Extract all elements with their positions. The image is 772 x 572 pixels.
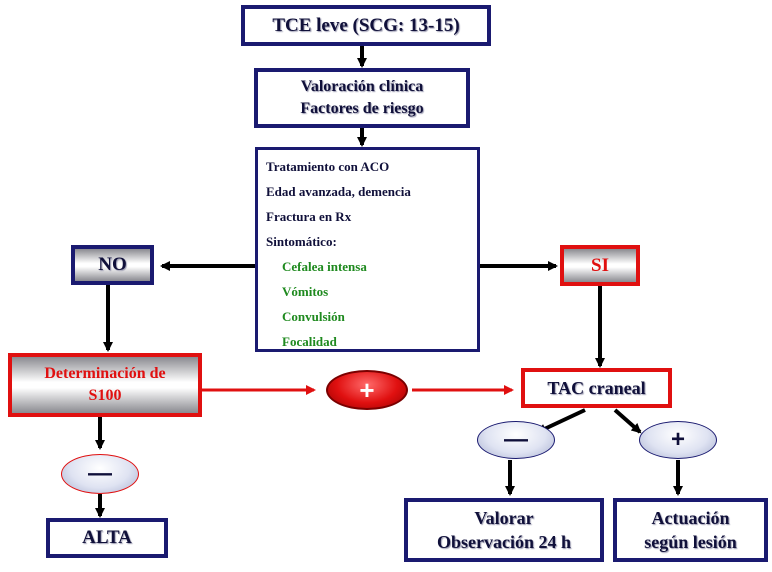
s100-box: Determinación de S100: [8, 353, 202, 417]
actuacion-line-2: según lesión: [644, 532, 737, 552]
tac-text: TAC craneal: [547, 377, 646, 398]
actuacion-line-1: Actuación: [651, 507, 730, 528]
criteria-item: Sintomático:: [266, 234, 337, 249]
valorar-box: Valorar Observación 24 h: [404, 498, 604, 562]
minus-oval-tac: —: [477, 421, 555, 459]
plus-symbol: +: [670, 426, 685, 453]
criteria-box: Tratamiento con ACO Edad avanzada, demen…: [255, 147, 480, 352]
si-box: SI: [560, 245, 640, 286]
valorar-line-1: Valorar: [474, 507, 534, 528]
alta-box: ALTA: [46, 518, 168, 558]
assessment-line-1: Valoración clínica: [300, 78, 424, 96]
title-box: TCE leve (SCG: 13-15): [241, 5, 491, 46]
no-text: NO: [98, 254, 127, 276]
minus-oval-left: —: [61, 454, 139, 494]
symptom-item: Vómitos: [282, 284, 329, 299]
arrow-tac-to-plus: [613, 408, 642, 434]
assessment-line-2: Factores de riesgo: [300, 100, 424, 117]
plus-oval-red: +: [326, 370, 408, 410]
symptom-item: Cefalea intensa: [282, 259, 367, 274]
si-text: SI: [591, 254, 609, 276]
actuacion-box: Actuación según lesión: [613, 498, 768, 562]
title-text: TCE leve (SCG: 13-15): [272, 14, 460, 36]
criteria-item: Fractura en Rx: [266, 209, 352, 224]
symptom-item: Focalidad: [282, 334, 337, 349]
minus-symbol: —: [88, 460, 112, 487]
minus-symbol: —: [504, 426, 528, 453]
tac-box: TAC craneal: [521, 368, 672, 408]
plus-symbol: +: [359, 374, 375, 405]
alta-text: ALTA: [82, 527, 132, 549]
no-box: NO: [71, 245, 154, 285]
criteria-item: Tratamiento con ACO: [266, 159, 390, 174]
valorar-line-2: Observación 24 h: [436, 532, 571, 552]
s100-line-2: S100: [88, 387, 122, 404]
symptom-item: Convulsión: [282, 309, 345, 324]
criteria-item: Edad avanzada, demencia: [266, 184, 411, 199]
plus-oval-tac: +: [639, 421, 717, 459]
assessment-box: Valoración clínica Factores de riesgo: [254, 68, 470, 128]
s100-line-1: Determinación de: [44, 365, 166, 383]
